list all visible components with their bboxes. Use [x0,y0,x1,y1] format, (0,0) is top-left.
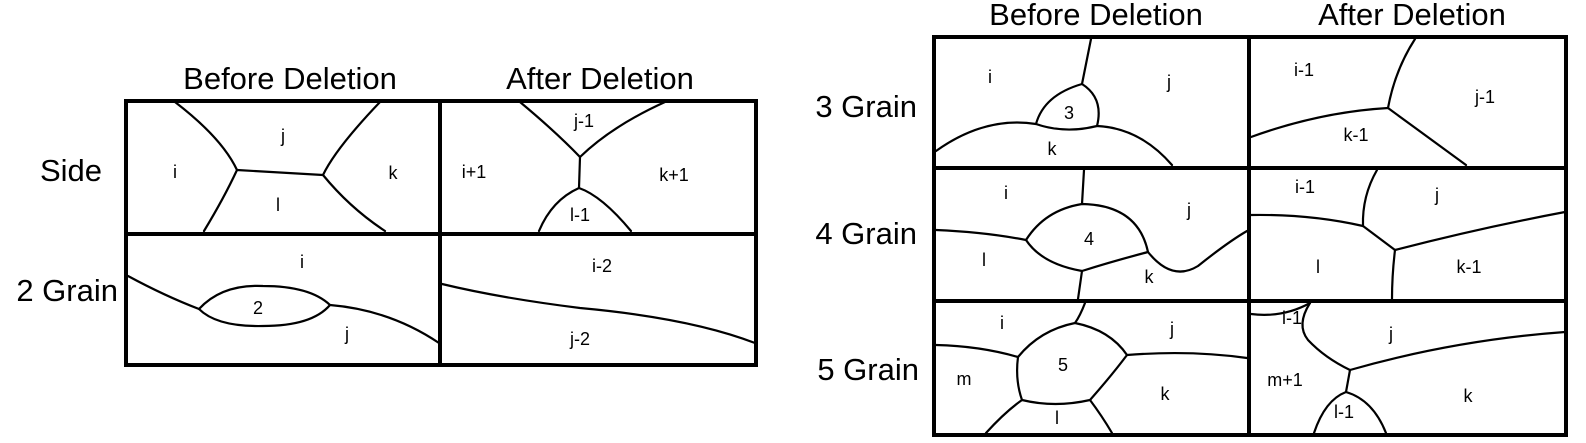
grain-boundary [984,398,1024,435]
grain-label: j-1 [1474,87,1495,107]
grain-boundary [1361,224,1397,252]
grain-label: k [1464,386,1474,406]
row-label-3-grain: 3 Grain [815,89,917,124]
grain-boundary [1080,37,1093,86]
grain-boundary [1016,321,1129,406]
panel-4grain-after: i-1 j l k-1 [1249,168,1567,301]
grain-label: l [276,195,280,215]
grain-boundary [934,343,1020,359]
grain-boundary [1088,398,1114,435]
grain-label: 5 [1058,355,1068,375]
grain-boundary [1386,106,1468,167]
grain-boundary [197,284,332,328]
grain-boundary [1034,82,1100,131]
panel-5grain-before: i j 5 m k l [934,301,1249,435]
grain-label: j [280,126,285,146]
grain-label: i [1004,183,1008,203]
grain-label: 2 [253,298,263,318]
grain-label: 4 [1084,229,1094,249]
grain-boundary [1080,168,1086,206]
grain-boundary [1301,301,1352,372]
grain-label: i-1 [1282,308,1302,328]
grain-boundary [577,155,582,190]
right-header-before: Before Deletion [989,0,1203,32]
grain-boundary [537,186,633,233]
grain-label: l [982,250,986,270]
grain-label: k [1048,139,1058,159]
grain-label: j [1169,319,1174,339]
row-label-side: Side [40,153,102,188]
grain-boundary [1249,106,1390,139]
grain-boundary [1095,124,1174,167]
panel-3grain-after: i-1 j-1 k-1 [1249,37,1495,167]
left-header-before: Before Deletion [183,61,397,96]
grain-boundary [321,100,387,233]
grain-boundary [328,303,441,345]
grain-label: m [957,369,972,389]
grain-label: l [1055,408,1059,428]
grain-label: i-2 [592,256,612,276]
panel-side-after: i+1 j-1 k+1 l-1 [462,100,689,233]
grain-label: i [300,252,304,272]
grain-boundary [1125,351,1249,360]
grain-boundary [934,121,1038,153]
grain-label: i [173,162,177,182]
grain-label: l-1 [570,205,590,225]
row-label-4-grain: 4 Grain [815,216,917,251]
grain-boundary [1076,269,1084,301]
grain-label: j-2 [569,329,590,349]
grain-label: j [344,324,349,344]
panel-side-before: i j k l [173,100,399,233]
grain-label: i [988,67,992,87]
grain-label: k [1145,267,1155,287]
grain-label: k+1 [659,165,689,185]
grain-boundary [1361,168,1379,228]
grain-label: j-1 [573,111,594,131]
right-figure: Before Deletion After Deletion 3 Grain 4… [815,0,1568,437]
grain-label: l [1316,257,1320,277]
left-figure: Before Deletion After Deletion Side 2 Gr… [16,61,758,367]
grain-label: j [1434,185,1439,205]
grain-boundary [173,100,239,233]
grain-label: k-1 [1343,125,1368,145]
grain-label: l-1 [1334,402,1354,422]
grain-label: k [389,163,399,183]
grain-boundary [934,228,1028,242]
grain-label: k-1 [1456,257,1481,277]
row-label-5-grain: 5 Grain [817,352,919,387]
grain-boundary [235,168,325,177]
left-header-after: After Deletion [506,61,694,96]
grain-boundary [1249,301,1312,316]
grain-label: j [1166,72,1171,92]
grain-label: i+1 [462,162,487,182]
grain-label: i [1000,313,1004,333]
grain-label: k [1161,384,1171,404]
grain-boundary [1390,248,1397,301]
grain-boundary [1393,210,1567,252]
grain-label: j [1388,324,1393,344]
right-header-after: After Deletion [1318,0,1506,32]
panel-3grain-before: i j 3 k [934,37,1174,167]
grain-label: m+1 [1267,370,1303,390]
row-label-2-grain: 2 Grain [16,273,118,308]
grain-boundary [1146,229,1249,273]
grain-label: 3 [1064,103,1074,123]
grain-label: i-1 [1294,60,1314,80]
grain-boundary [1312,390,1388,435]
grain-boundary [1386,37,1417,110]
grain-label: i-1 [1295,177,1315,197]
panel-2grain-before: i 2 j [126,252,441,345]
grain-boundary [1249,213,1365,228]
panel-4grain-before: i j 4 l k [934,168,1249,301]
grain-boundary [1073,301,1087,325]
grain-label: j [1186,200,1191,220]
panel-2grain-after: i-2 j-2 [440,256,757,349]
panel-5grain-after: i-1 j m+1 k l-1 [1249,301,1567,435]
grain-boundary [440,282,757,345]
grain-boundary [1348,330,1567,372]
grain-boundary [1344,368,1352,394]
grain-boundary [126,274,201,311]
